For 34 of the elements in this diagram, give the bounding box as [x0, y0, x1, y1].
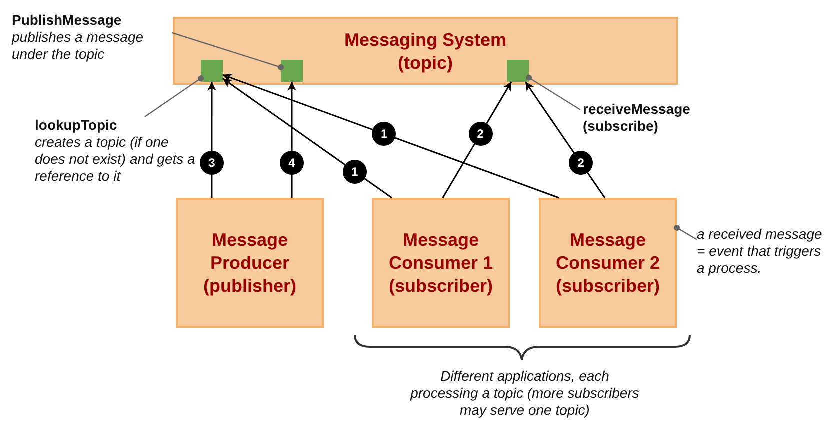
callout-text: a received message = event that triggers a process.	[697, 226, 824, 277]
arrow	[524, 82, 606, 198]
arrow	[442, 82, 512, 198]
step-number: 4	[280, 151, 304, 176]
component-box	[176, 198, 324, 328]
box-label: Message Consumer 2 (subscriber)	[554, 228, 662, 298]
step-number: 2	[468, 122, 493, 146]
box-label: Message Consumer 1 (subscriber)	[388, 228, 494, 298]
leader-line	[674, 224, 698, 240]
arrow	[288, 82, 296, 198]
leader-line	[526, 74, 581, 110]
arrow	[208, 82, 216, 198]
port-square	[201, 60, 223, 82]
callout-text: creates a topic (if one does not exist) and gets a reference to it	[35, 134, 196, 185]
arrow	[222, 74, 560, 199]
component-box	[372, 198, 510, 328]
component-box	[539, 198, 677, 328]
system-box	[173, 17, 678, 85]
step-number: 1	[342, 160, 367, 184]
port-square	[507, 60, 529, 82]
step-number: 1	[372, 122, 396, 146]
step-number: 2	[569, 151, 594, 176]
port-square	[281, 60, 303, 82]
leader-line	[172, 32, 284, 70]
step-number: 3	[200, 151, 224, 176]
callout-text: receiveMessage (subscribe)	[583, 101, 692, 135]
callout-heading: PublishMessage	[12, 12, 123, 29]
callout-text: publishes a message under the topic	[12, 29, 145, 63]
note-text: Different applications, each processing a topic (more subscribers may serve one topic)	[410, 368, 640, 419]
arrow	[222, 78, 392, 199]
box-label: Message Producer (publisher)	[202, 228, 298, 298]
leader-line	[144, 76, 204, 118]
box-label: Messaging System (topic)	[343, 29, 508, 75]
callout-heading: lookupTopic	[35, 117, 118, 134]
